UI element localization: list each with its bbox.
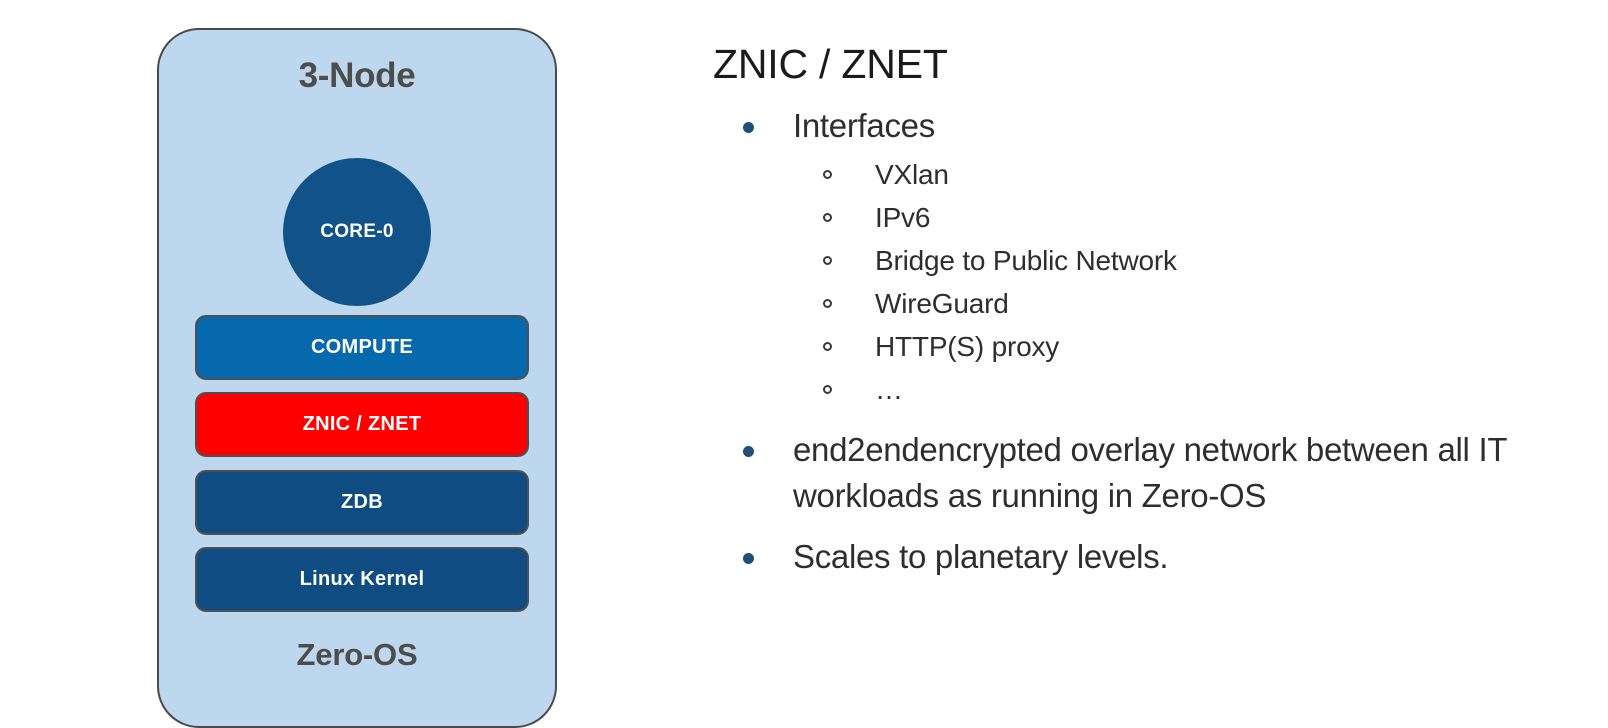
bullet-marker-icon	[743, 446, 754, 458]
bullet-interfaces: Interfaces	[713, 103, 1533, 149]
sub-bullet-marker-icon	[823, 169, 832, 179]
bullet-list-tail: end2endencrypted overlay network between…	[713, 427, 1533, 580]
sub-bullet-vxlan: VXlan	[713, 153, 1533, 196]
sub-bullet-text: WireGuard	[875, 287, 1009, 319]
stack-layer-compute: COMPUTE	[195, 315, 529, 380]
sub-bullet-marker-icon	[823, 298, 832, 308]
bullet-text: Scales to planetary levels.	[793, 538, 1169, 576]
bullet-text: Interfaces	[793, 107, 935, 145]
stack-layer-znic-znet: ZNIC / ZNET	[195, 392, 529, 457]
stack-layer-label: Linux Kernel	[299, 568, 425, 590]
sub-bullet-marker-icon	[823, 342, 832, 352]
stack-layer-linux-kernel: Linux Kernel	[195, 547, 529, 612]
sub-bullet-bridge-to-public-network: Bridge to Public Network	[713, 239, 1533, 282]
page-title: ZNIC / ZNET	[713, 41, 948, 87]
sub-bullet-ipv6: IPv6	[713, 196, 1533, 239]
node-diagram-footer-label: Zero-OS	[296, 637, 418, 672]
sub-bullet-ellipsis: …	[713, 368, 1533, 411]
sub-bullet-wireguard: WireGuard	[713, 282, 1533, 325]
stack-layer-label: ZNIC / ZNET	[302, 413, 422, 435]
sub-bullet-text: HTTP(S) proxy	[875, 331, 1060, 363]
bullet-text: end2endencrypted overlay network between…	[793, 431, 1507, 514]
sub-bullet-text: IPv6	[875, 201, 931, 233]
node-diagram-container: 3-Node CORE-0 COMPUTE ZNIC / ZNET ZDB Li…	[157, 28, 557, 728]
bullet-marker-icon	[743, 122, 754, 134]
sub-bullet-text: Bridge to Public Network	[875, 244, 1177, 276]
stack-layer-label: ZDB	[340, 491, 383, 513]
content-panel: ZNIC / ZNET Interfaces VXlan IPv6 Bridge…	[713, 41, 1533, 580]
sub-bullet-text: …	[875, 374, 903, 406]
bullet-overlay-network: end2endencrypted overlay network between…	[713, 427, 1533, 518]
sub-bullet-http-proxy: HTTP(S) proxy	[713, 325, 1533, 368]
bullet-scales-planetary: Scales to planetary levels.	[713, 534, 1533, 580]
stack-layer-label: COMPUTE	[310, 336, 414, 358]
stack-layer-zdb: ZDB	[195, 470, 529, 535]
sub-bullet-list: VXlan IPv6 Bridge to Public Network Wire…	[713, 153, 1533, 412]
core-circle: CORE-0	[283, 158, 431, 306]
sub-bullet-marker-icon	[823, 212, 832, 222]
sub-bullet-text: VXlan	[875, 158, 949, 190]
core-circle-label: CORE-0	[320, 221, 394, 242]
bullet-marker-icon	[743, 553, 754, 565]
node-diagram-title: 3-Node	[298, 56, 416, 95]
sub-bullet-marker-icon	[823, 385, 832, 395]
sub-bullet-marker-icon	[823, 255, 832, 265]
